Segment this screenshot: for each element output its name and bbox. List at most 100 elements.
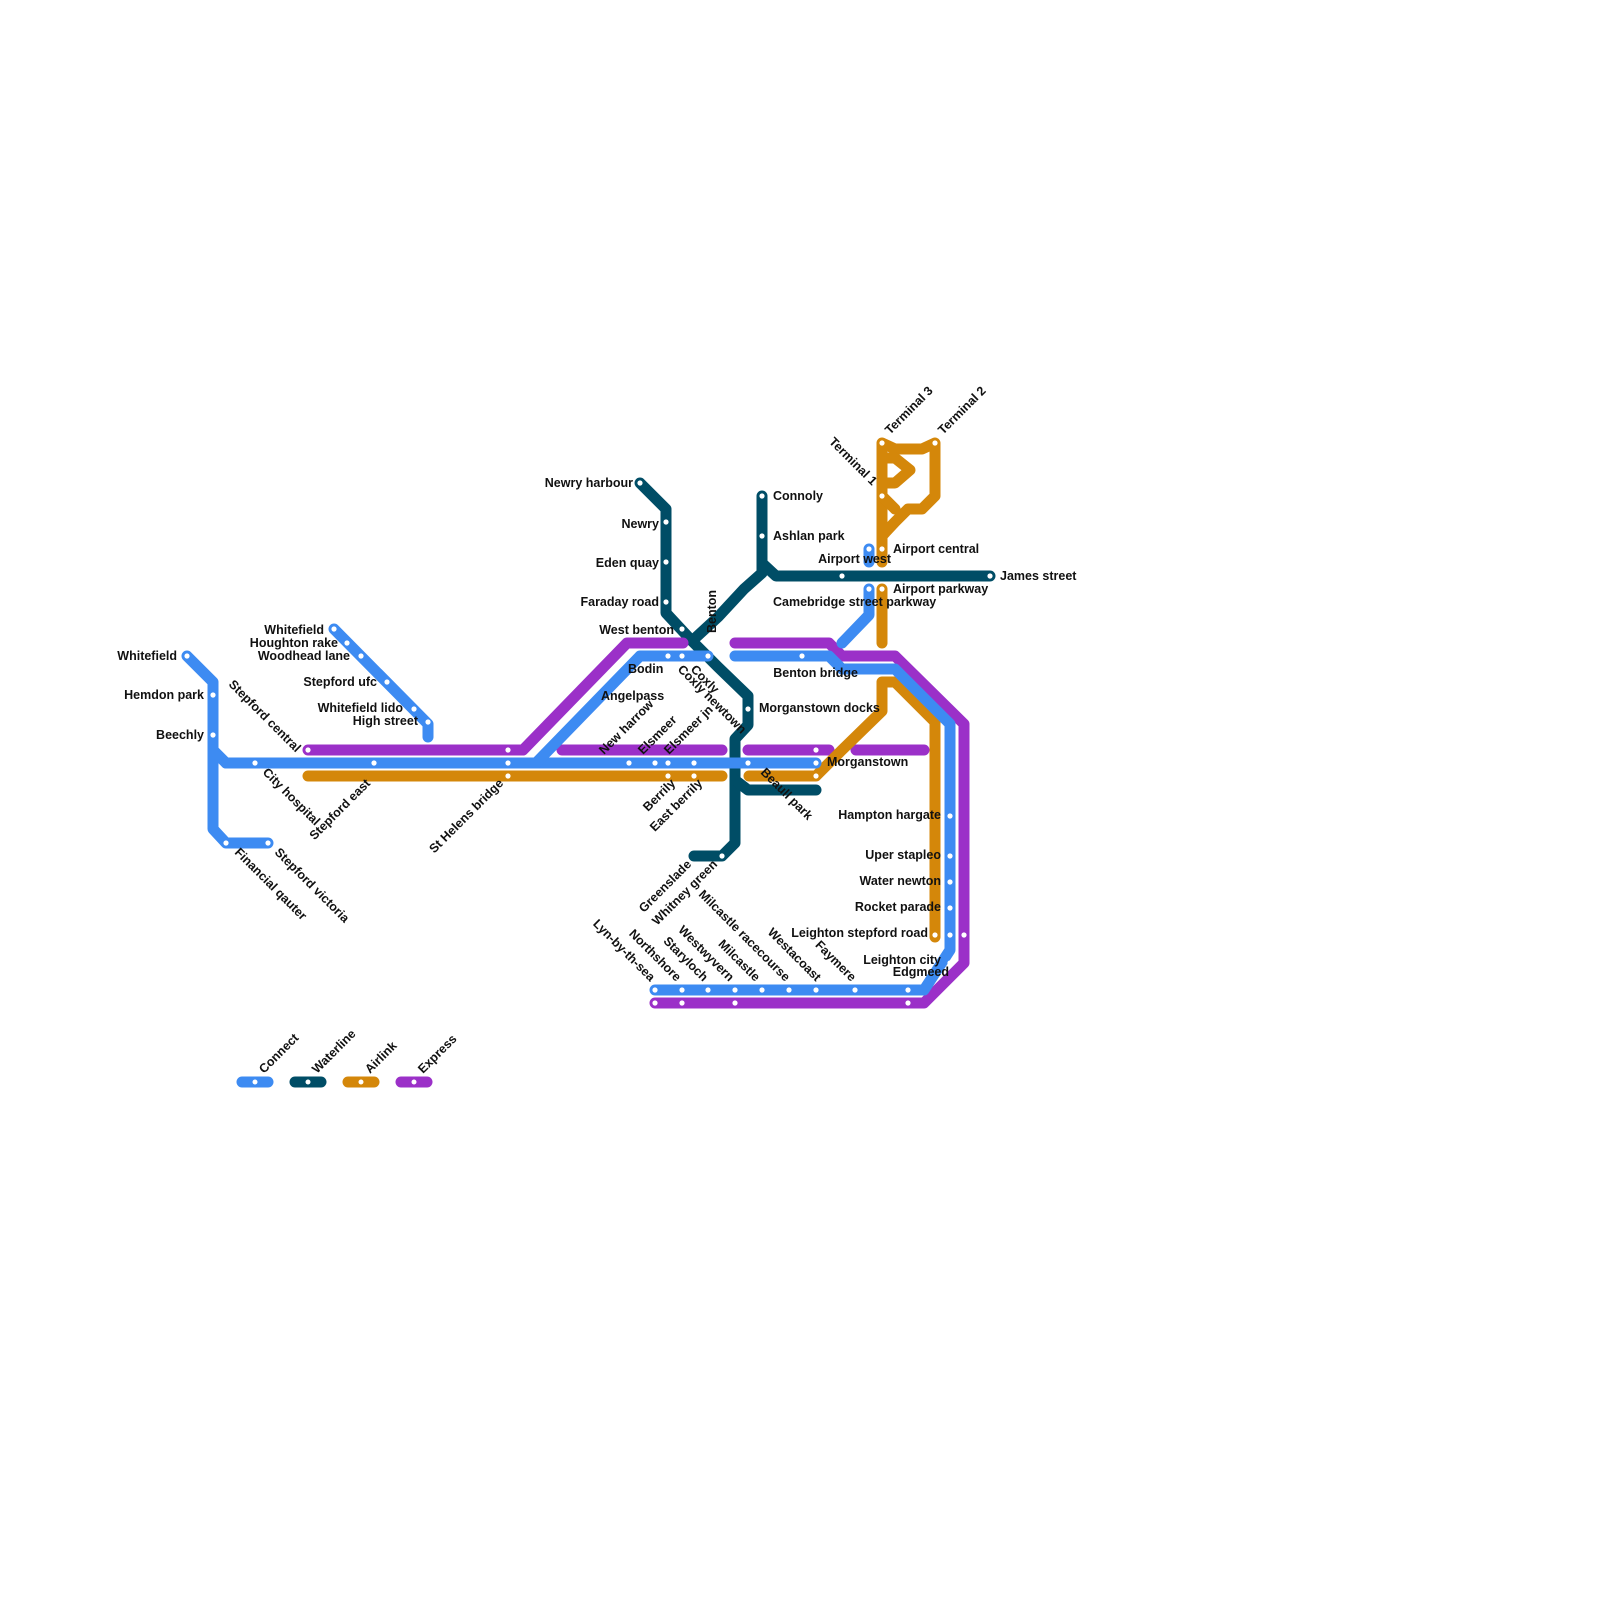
legend-label: Express bbox=[415, 1032, 459, 1076]
station-label: Benton bbox=[705, 590, 719, 633]
station-stop bbox=[652, 1000, 658, 1006]
station-stop bbox=[184, 653, 190, 659]
station-label: Stepford victoria bbox=[272, 845, 353, 926]
express-route bbox=[649, 637, 970, 1009]
station-label: Financial qauter bbox=[232, 845, 310, 923]
station-label: Newry bbox=[621, 517, 659, 531]
station-stop bbox=[705, 653, 711, 659]
station-stop bbox=[719, 853, 725, 859]
connect-route bbox=[649, 650, 956, 996]
waterline-route bbox=[756, 557, 996, 582]
station-stop bbox=[905, 987, 911, 993]
station-label: Benton bridge bbox=[773, 666, 858, 680]
station-label: Bodin bbox=[628, 662, 663, 676]
station-label: Newry harbour bbox=[545, 476, 633, 490]
connect-route bbox=[836, 583, 875, 649]
station-label: West benton bbox=[599, 623, 674, 637]
station-stop bbox=[665, 773, 671, 779]
station-stop bbox=[987, 573, 993, 579]
legend: Connect Waterline Airlink Express bbox=[236, 1027, 460, 1088]
station-stop bbox=[745, 706, 751, 712]
station-label: Leighton city bbox=[863, 953, 941, 967]
station-stop bbox=[732, 987, 738, 993]
station-stop bbox=[813, 987, 819, 993]
station-stop bbox=[879, 493, 885, 499]
legend-stop bbox=[358, 1079, 364, 1085]
station-stop bbox=[665, 760, 671, 766]
station-stop bbox=[331, 626, 337, 632]
station-label: Stepford east bbox=[307, 776, 374, 843]
station-stop bbox=[626, 760, 632, 766]
station-stop bbox=[344, 640, 350, 646]
station-stop bbox=[947, 960, 953, 966]
station-stop bbox=[425, 719, 431, 725]
station-stop bbox=[679, 1000, 685, 1006]
station-label: Morganstown bbox=[827, 755, 908, 769]
station-label: Terminal 1 bbox=[826, 435, 879, 488]
station-label: Airport west bbox=[818, 552, 892, 566]
station-label: James street bbox=[1000, 569, 1077, 583]
station-stop bbox=[813, 760, 819, 766]
station-stop bbox=[265, 840, 271, 846]
station-label: Camebridge street parkway bbox=[773, 595, 936, 609]
station-label: Morganstown docks bbox=[759, 701, 880, 715]
station-stop bbox=[223, 840, 229, 846]
station-label: Houghton rake bbox=[250, 636, 338, 650]
station-stop bbox=[585, 693, 591, 699]
station-stop bbox=[866, 586, 872, 592]
station-stop bbox=[210, 692, 216, 698]
station-stop bbox=[371, 760, 377, 766]
station-stop bbox=[947, 853, 953, 859]
station-label: Water newton bbox=[860, 874, 941, 888]
waterline-route bbox=[729, 774, 822, 796]
station-stop bbox=[305, 747, 311, 753]
station-label: Whitefield bbox=[264, 623, 324, 637]
airlink-route bbox=[876, 437, 941, 568]
station-stop bbox=[665, 653, 671, 659]
station-label: St Helens bridge bbox=[426, 776, 506, 856]
station-stop bbox=[759, 493, 765, 499]
station-stop bbox=[691, 773, 697, 779]
legend-stop bbox=[252, 1079, 258, 1085]
station-stop bbox=[358, 653, 364, 659]
station-stop bbox=[732, 1000, 738, 1006]
station-stop bbox=[705, 987, 711, 993]
connect-route bbox=[530, 650, 714, 769]
stations-layer bbox=[184, 440, 993, 1006]
station-stop bbox=[505, 760, 511, 766]
airlink-route bbox=[876, 490, 901, 515]
station-stop bbox=[505, 773, 511, 779]
station-stop bbox=[652, 760, 658, 766]
station-stop bbox=[505, 747, 511, 753]
legend-stop bbox=[411, 1079, 417, 1085]
legend-label: Waterline bbox=[309, 1027, 358, 1076]
station-stop bbox=[947, 813, 953, 819]
station-label: Stepford ufc bbox=[303, 675, 377, 689]
station-stop bbox=[252, 760, 258, 766]
connect-route bbox=[181, 650, 274, 849]
station-label: Airport central bbox=[893, 542, 979, 556]
station-stop bbox=[866, 546, 872, 552]
station-stop bbox=[932, 932, 938, 938]
station-label: Whitefield lido bbox=[318, 701, 404, 715]
station-stop bbox=[879, 440, 885, 446]
station-label: Ashlan park bbox=[773, 529, 845, 543]
station-stop bbox=[839, 573, 845, 579]
station-label: Eden quay bbox=[596, 556, 659, 570]
station-stop bbox=[759, 599, 765, 605]
station-stop bbox=[799, 653, 805, 659]
waterline-route bbox=[686, 490, 768, 647]
station-stop bbox=[411, 706, 417, 712]
station-label: High street bbox=[353, 714, 419, 728]
routes-layer bbox=[181, 437, 996, 1009]
station-stop bbox=[210, 732, 216, 738]
station-label: Uper stapleo bbox=[865, 848, 941, 862]
station-stop bbox=[947, 905, 953, 911]
station-stop bbox=[759, 987, 765, 993]
station-stop bbox=[705, 640, 711, 646]
station-label: Hampton hargate bbox=[838, 808, 941, 822]
station-stop bbox=[679, 626, 685, 632]
station-label: Stepford central bbox=[226, 677, 304, 755]
station-stop bbox=[932, 440, 938, 446]
airlink-route bbox=[876, 452, 916, 489]
